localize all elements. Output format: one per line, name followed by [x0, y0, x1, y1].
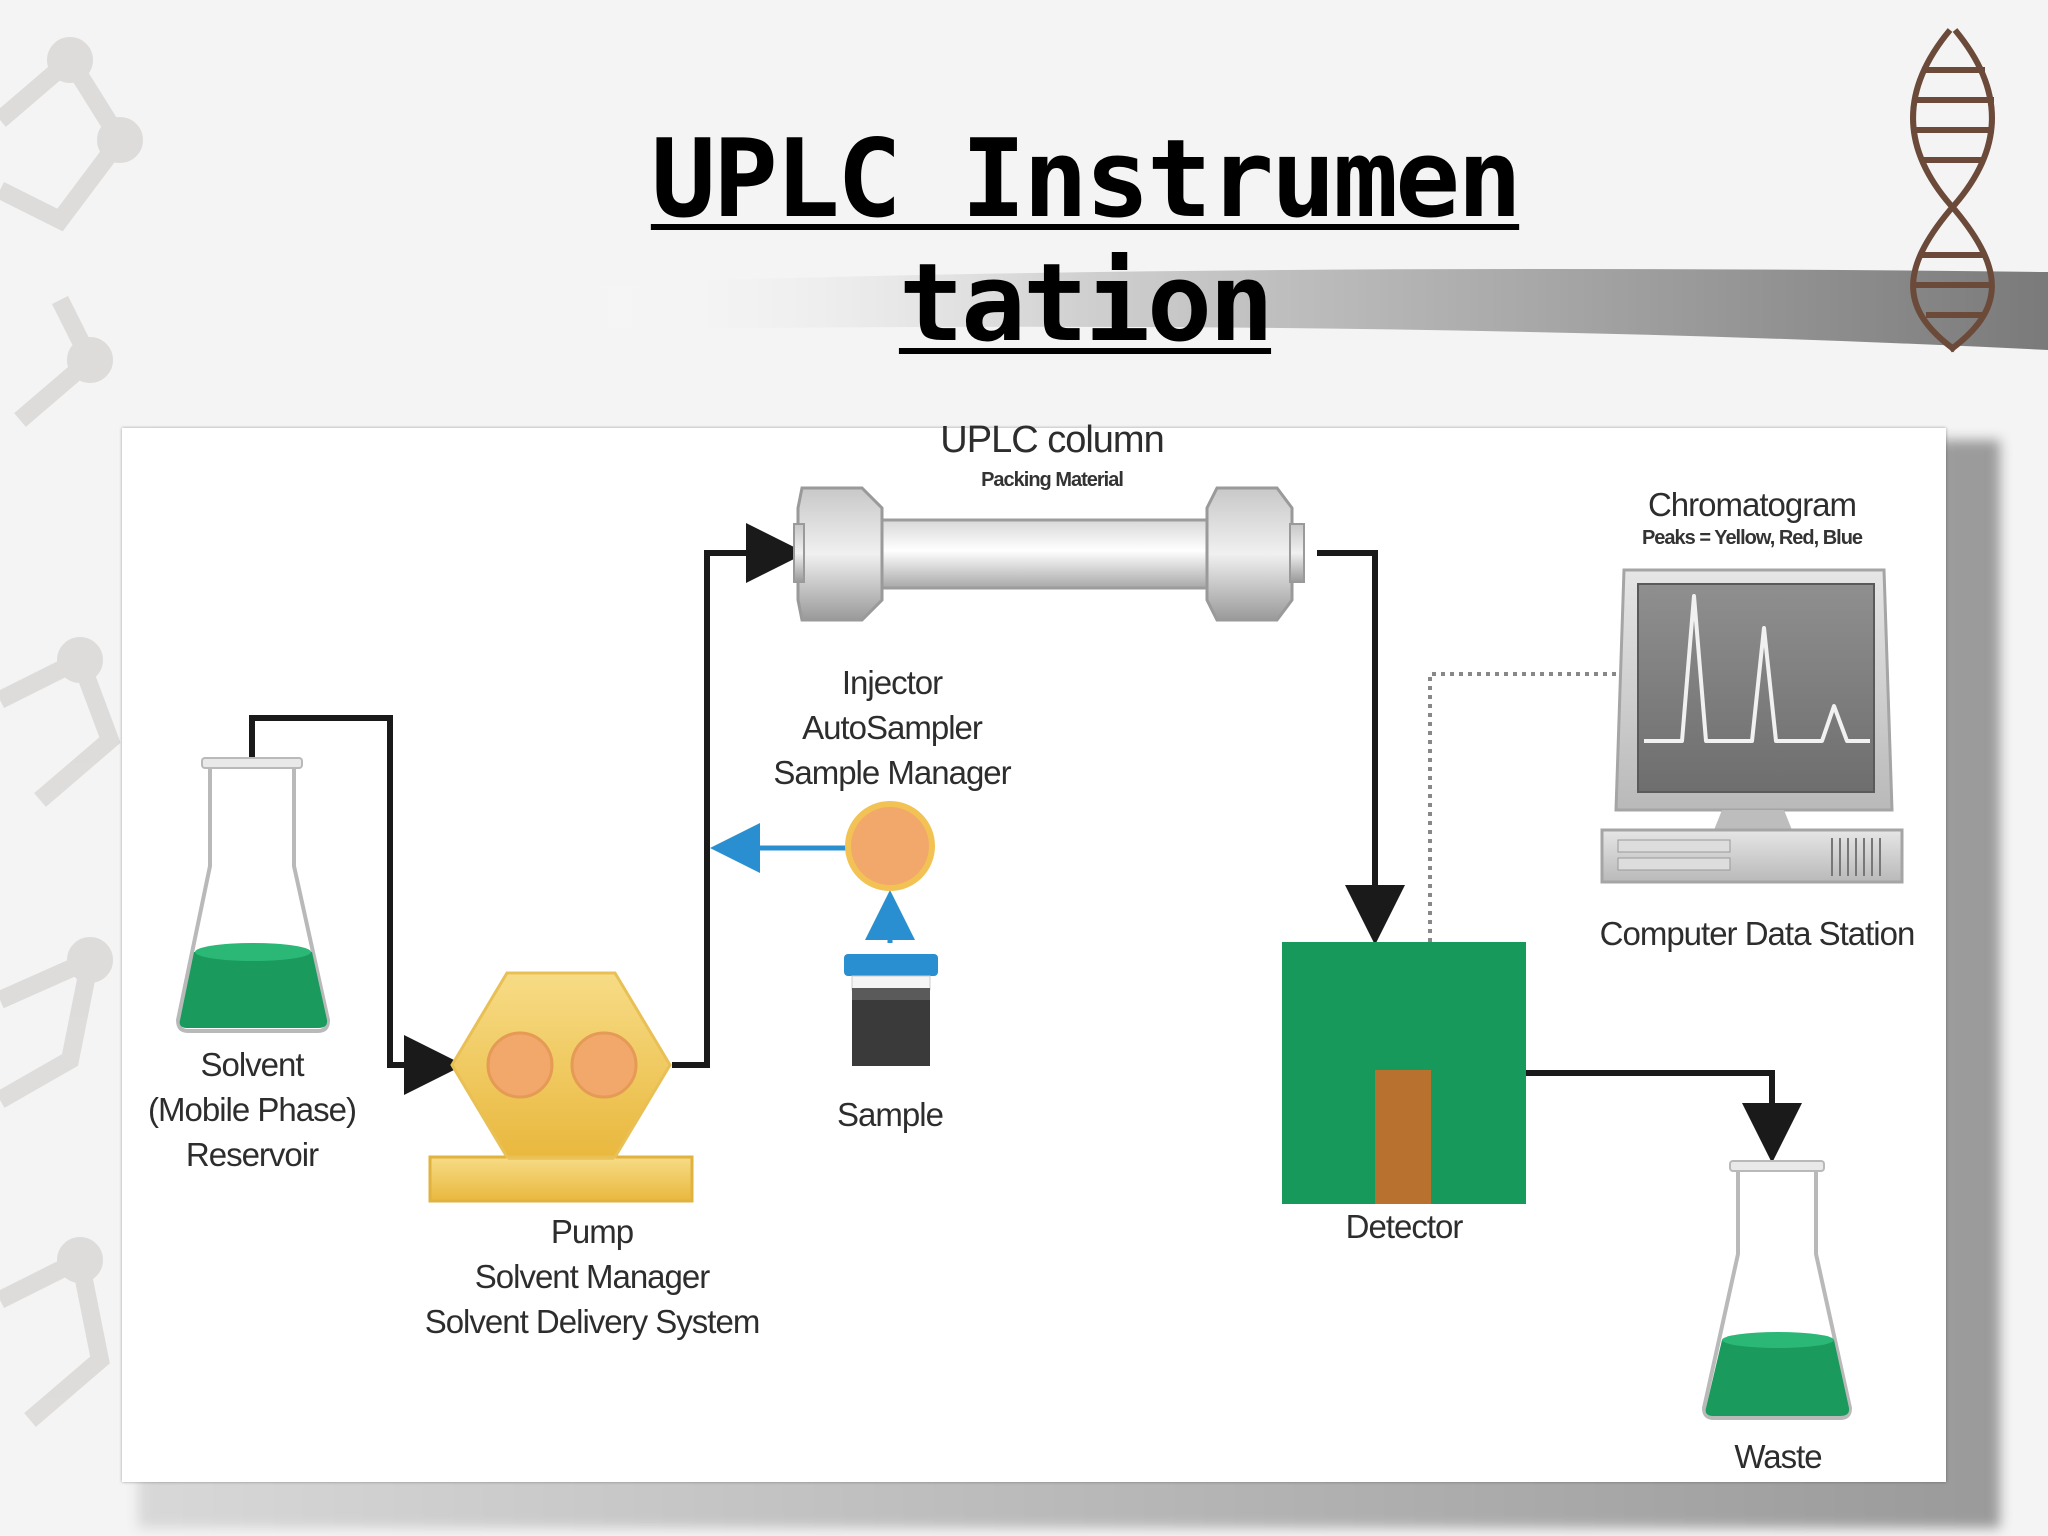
computer-label: Computer Data Station	[1599, 915, 1916, 952]
header-swoosh	[560, 268, 2048, 350]
waste-flask-icon	[1701, 1160, 1853, 1420]
column-sublabel: Packing Material	[981, 469, 1124, 491]
molecule-watermark	[0, 37, 143, 1427]
dna-helix-icon	[1910, 28, 1995, 353]
injector-label-line1: Injector	[841, 664, 943, 701]
detector-icon	[1282, 942, 1526, 1204]
solvent-to-pump-line	[249, 715, 464, 1095]
pump-label-line3: Solvent Delivery System	[424, 1303, 761, 1340]
column-to-detector-line	[1317, 550, 1405, 945]
flow-lines	[249, 523, 1802, 1163]
injector-label-line3: Sample Manager	[773, 754, 1011, 791]
computer-icon	[1600, 568, 1904, 884]
uplc-diagram	[175, 486, 1904, 1420]
pump-label-line2: Solvent Manager	[474, 1258, 710, 1295]
waste-label: Waste	[1734, 1438, 1822, 1475]
solvent-flask-icon	[175, 757, 331, 1033]
injector-label-line2: AutoSampler	[802, 709, 983, 746]
column-label: UPLC column	[940, 419, 1164, 461]
detector-label: Detector	[1345, 1208, 1464, 1245]
solvent-label-line1: Solvent	[200, 1046, 304, 1083]
uplc-column-icon	[793, 486, 1305, 622]
pump-icon	[428, 971, 694, 1203]
sample-label: Sample	[837, 1096, 944, 1133]
chromatogram-sublabel: Peaks = Yellow, Red, Blue	[1641, 527, 1863, 549]
detector-to-waste-line	[1520, 1070, 1802, 1163]
uplc-diagram-panel: UPLC column Packing Material Chromatogra…	[122, 419, 1946, 1482]
solvent-label-line2: (Mobile Phase)	[148, 1091, 357, 1128]
solvent-label-line3: Reservoir	[185, 1136, 319, 1173]
pump-label-line1: Pump	[550, 1213, 634, 1250]
chromatogram-label: Chromatogram	[1647, 486, 1857, 523]
sample-vial-icon	[844, 954, 938, 1066]
detector-to-computer-signal	[1428, 672, 1622, 942]
injector-icon	[845, 801, 935, 891]
chromatogram-trace	[1644, 594, 1870, 743]
pump-to-column-line	[672, 523, 806, 1068]
slide-title: UPLC Instrumentation	[650, 117, 1522, 366]
